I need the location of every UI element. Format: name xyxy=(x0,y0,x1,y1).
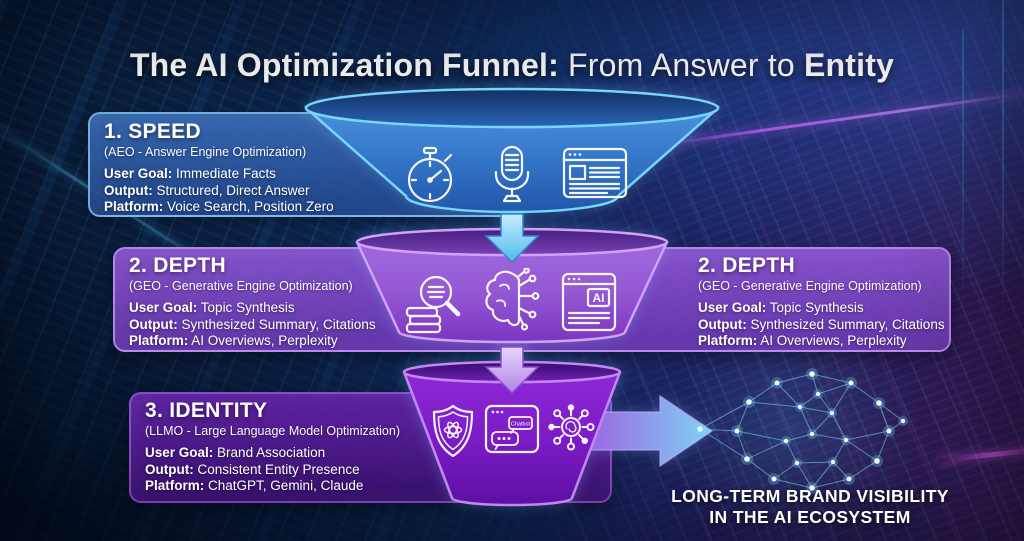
field-row: Output: Synthesized Summary, Citations xyxy=(129,316,376,332)
stage-depth-subtitle: (GEO - Generative Engine Optimization) xyxy=(698,279,922,293)
field-row: Platform: ChatGPT, Gemini, Claude xyxy=(145,478,364,493)
title-bold-lead: The AI Optimization Funnel: xyxy=(129,47,559,84)
stage-identity-heading: 3. IDENTITY xyxy=(145,399,268,422)
stage-speed-heading: 1. SPEED xyxy=(104,120,201,143)
field-row: Platform: AI Overviews, Perplexity xyxy=(129,333,338,348)
field-row: Output: Synthesized Summary, Citations xyxy=(698,316,945,332)
stage-identity-subtitle: (LLMO - Large Language Model Optimizatio… xyxy=(145,424,400,438)
field-row: User Goal: Brand Association xyxy=(145,445,326,460)
field-row: User Goal: Topic Synthesis xyxy=(698,300,864,315)
field-row: User Goal: Immediate Facts xyxy=(104,166,276,181)
title-bold-entity: Entity xyxy=(804,47,895,84)
page-title: The AI Optimization Funnel: From Answer … xyxy=(0,47,1024,84)
stage-speed-text: 1. SPEED (AEO - Answer Engine Optimizati… xyxy=(104,120,374,216)
outcome-line-1: LONG-TERM BRAND VISIBILITY xyxy=(671,486,949,506)
stage-identity-text: 3. IDENTITY (LLMO - Large Language Model… xyxy=(145,399,435,495)
title-regular: From Answer to xyxy=(558,47,805,84)
stage-depth-subtitle: (GEO - Generative Engine Optimization) xyxy=(129,279,353,293)
field-row: User Goal: Topic Synthesis xyxy=(129,300,295,315)
field-row: Platform: AI Overviews, Perplexity xyxy=(698,333,907,348)
stage-depth-heading: 2. DEPTH xyxy=(129,254,226,277)
stage-speed-subtitle: (AEO - Answer Engine Optimization) xyxy=(104,145,307,159)
field-row: Output: Structured, Direct Answer xyxy=(104,182,310,198)
stage-depth-text-left: 2. DEPTH (GEO - Generative Engine Optimi… xyxy=(129,254,389,350)
outcome-caption: LONG-TERM BRAND VISIBILITY IN THE AI ECO… xyxy=(655,486,965,528)
outcome-line-2: IN THE AI ECOSYSTEM xyxy=(709,507,911,527)
stage-depth-heading: 2. DEPTH xyxy=(698,254,795,277)
stage-depth-text-right: 2. DEPTH (GEO - Generative Engine Optimi… xyxy=(698,254,958,350)
field-row: Platform: Voice Search, Position Zero xyxy=(104,199,334,214)
field-row: Output: Consistent Entity Presence xyxy=(145,461,360,477)
